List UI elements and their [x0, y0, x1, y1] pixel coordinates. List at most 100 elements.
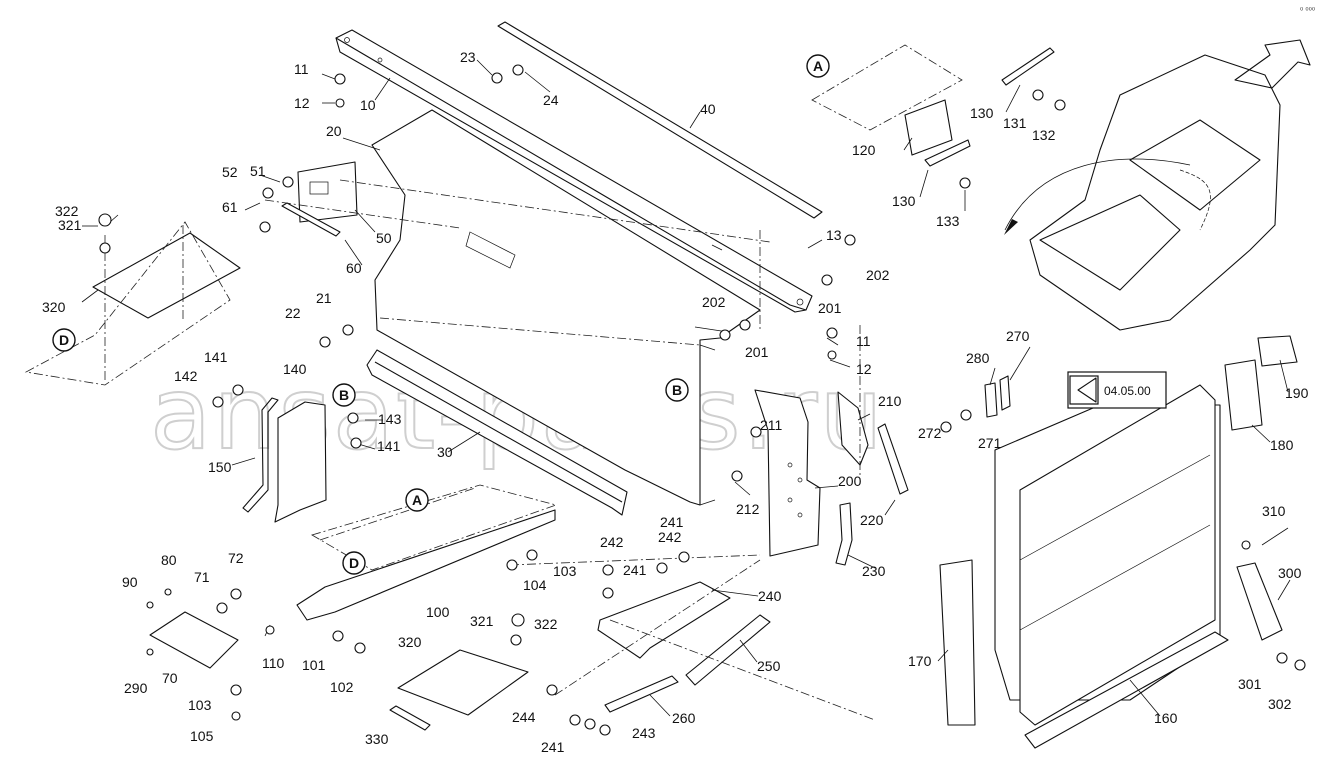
cover-part-320-upper: [24, 221, 241, 386]
svg-text:B: B: [672, 382, 682, 398]
label-141b: 141: [377, 438, 401, 454]
rod-part-150: [242, 397, 279, 513]
label-133: 133: [936, 213, 960, 229]
label-71: 71: [194, 569, 210, 585]
strip-part-260: [604, 675, 679, 713]
label-143: 143: [378, 411, 402, 427]
label-220: 220: [860, 512, 884, 528]
label-105: 105: [190, 728, 214, 744]
strip-part-250: [685, 614, 771, 686]
callout-b-right: B: [665, 378, 689, 402]
label-160: 160: [1154, 710, 1178, 726]
label-260: 260: [672, 710, 696, 726]
label-320b: 320: [398, 634, 422, 650]
callout-d-left: D: [52, 328, 76, 352]
label-51: 51: [250, 163, 266, 179]
label-140: 140: [283, 361, 307, 377]
label-241c: 241: [541, 739, 565, 755]
label-52: 52: [222, 164, 238, 180]
label-20: 20: [326, 123, 342, 139]
label-290: 290: [124, 680, 148, 696]
label-100: 100: [426, 604, 450, 620]
label-131: 131: [1003, 115, 1027, 131]
label-23: 23: [460, 49, 476, 65]
label-102: 102: [330, 679, 354, 695]
label-211: 211: [760, 417, 783, 433]
radiator-assembly: [939, 335, 1298, 749]
plate-part-70: [149, 611, 239, 669]
label-280: 280: [966, 350, 990, 366]
callout-a-top: A: [806, 54, 830, 78]
bracket-part-140: [274, 401, 327, 523]
label-230: 230: [862, 563, 886, 579]
label-240: 240: [758, 588, 782, 604]
label-110: 110: [262, 655, 285, 671]
label-242a: 242: [658, 529, 682, 545]
label-242b: 242: [600, 534, 624, 550]
label-270: 270: [1006, 328, 1030, 344]
label-322b: 322: [534, 616, 558, 632]
label-90: 90: [122, 574, 138, 590]
label-244: 244: [512, 709, 536, 725]
label-321a: 321: [58, 217, 82, 233]
assembly-lines: [104, 179, 876, 721]
label-302: 302: [1268, 696, 1292, 712]
label-330: 330: [365, 731, 389, 747]
label-70: 70: [162, 670, 178, 686]
label-250: 250: [757, 658, 781, 674]
label-72: 72: [228, 550, 244, 566]
label-80: 80: [161, 552, 177, 568]
label-241a: 241: [660, 514, 684, 530]
cover-part-320-lower: [389, 649, 529, 731]
label-22: 22: [285, 305, 301, 321]
page-ref-label: 04.05.00: [1104, 384, 1151, 398]
svg-text:A: A: [412, 492, 422, 508]
label-40: 40: [700, 101, 716, 117]
corner-mark: ⁰ ⁰⁰⁰: [1300, 6, 1315, 15]
callout-a-mid: A: [405, 488, 429, 512]
label-190: 190: [1285, 385, 1309, 401]
label-200: 200: [838, 473, 862, 489]
page-reference: 04.05.00: [1067, 371, 1167, 409]
label-321b: 321: [470, 613, 494, 629]
parts-270-280: [984, 375, 1011, 418]
svg-text:B: B: [339, 387, 349, 403]
label-212: 212: [736, 501, 760, 517]
label-201b: 201: [745, 344, 769, 360]
label-60: 60: [346, 260, 362, 276]
label-61: 61: [222, 199, 238, 215]
label-210: 210: [878, 393, 902, 409]
strip-part-30: [366, 349, 628, 516]
label-271: 271: [978, 435, 1002, 451]
fasteners: [98, 64, 1306, 736]
label-301: 301: [1238, 676, 1262, 692]
strip-part-220: [877, 423, 909, 495]
label-12: 12: [294, 95, 310, 111]
label-24: 24: [543, 92, 559, 108]
machine-illustration: [1004, 39, 1311, 331]
strip-part-40: [497, 21, 823, 219]
svg-text:D: D: [59, 332, 69, 348]
label-132: 132: [1032, 127, 1056, 143]
plate-part-50: [281, 161, 358, 237]
callout-d-mid: D: [342, 551, 366, 575]
label-11: 11: [294, 61, 309, 77]
label-10: 10: [360, 97, 376, 113]
label-50: 50: [376, 230, 392, 246]
label-120: 120: [852, 142, 876, 158]
label-12b: 12: [856, 361, 872, 377]
label-11b: 11: [856, 333, 871, 349]
label-104: 104: [523, 577, 547, 593]
label-142: 142: [174, 368, 198, 384]
label-243: 243: [632, 725, 656, 741]
label-180: 180: [1270, 437, 1294, 453]
leader-lines: [81, 59, 1291, 717]
label-130a: 130: [970, 105, 994, 121]
label-103b: 103: [188, 697, 212, 713]
label-300: 300: [1278, 565, 1302, 581]
label-30: 30: [437, 444, 453, 460]
label-141a: 141: [204, 349, 228, 365]
label-130b: 130: [892, 193, 916, 209]
label-170: 170: [908, 653, 932, 669]
